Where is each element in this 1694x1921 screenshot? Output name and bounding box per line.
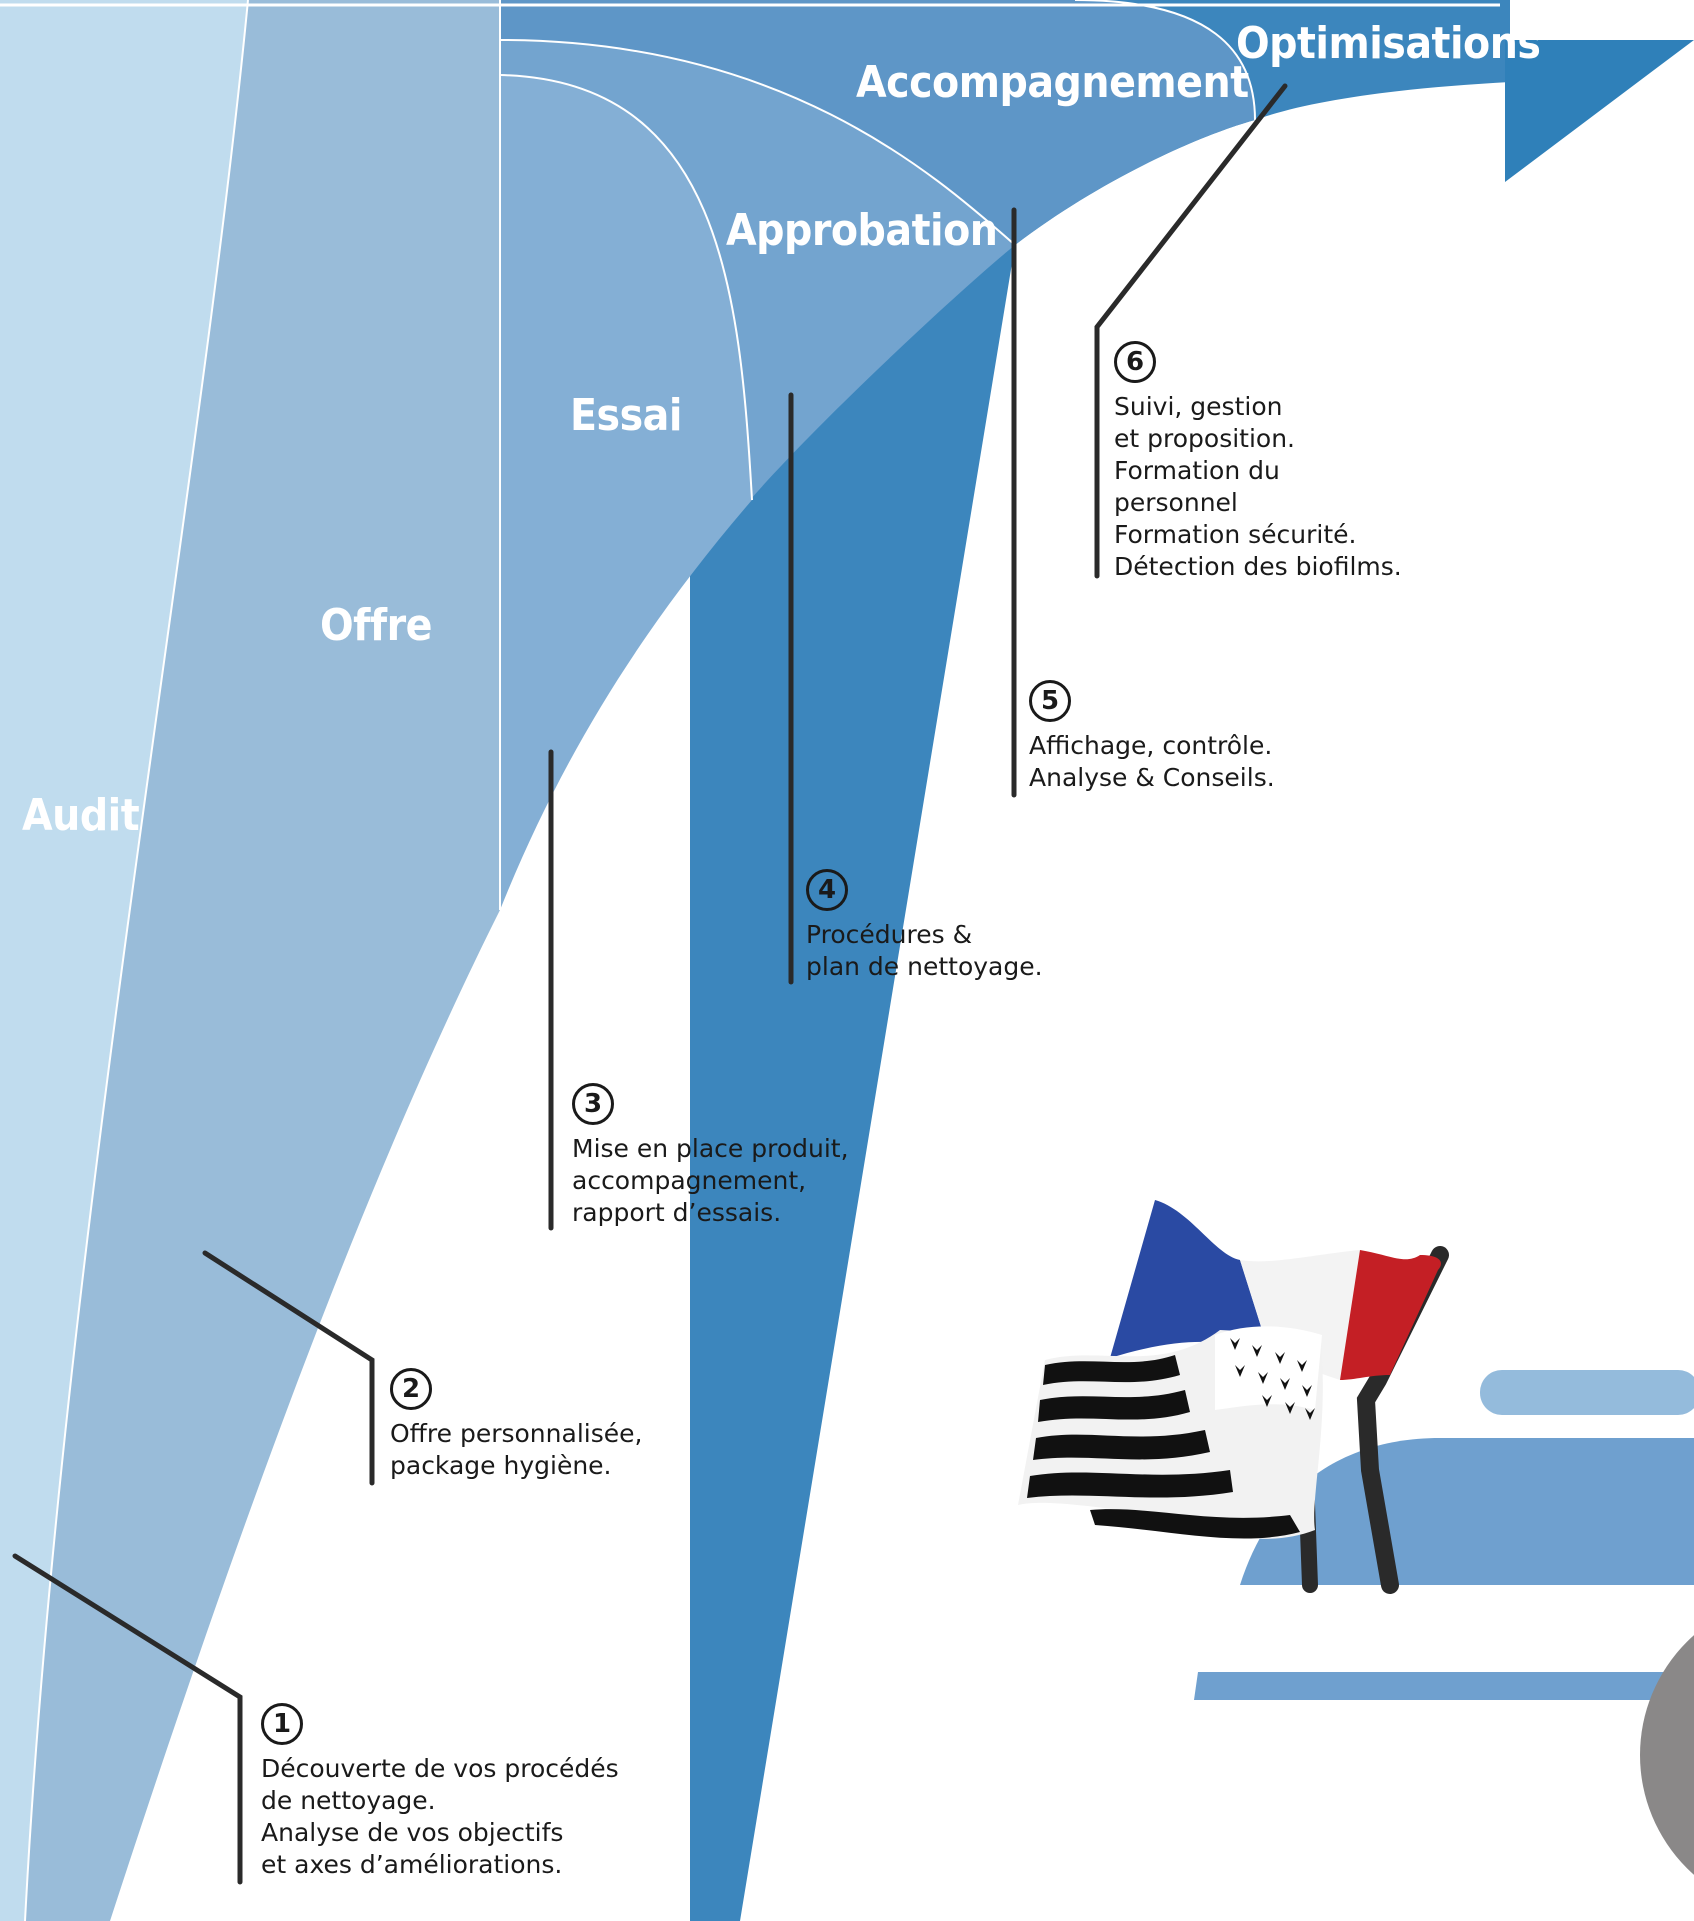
band-audit	[0, 0, 248, 1921]
step-1: 1 Découverte de vos procédés de nettoyag…	[261, 1703, 619, 1881]
step-text-1: Découverte de vos procédés de nettoyage.…	[261, 1754, 619, 1879]
leader-line-1	[12, 1553, 243, 1885]
step-number-3: 3	[572, 1083, 614, 1125]
step-number-4: 4	[806, 869, 848, 911]
stage-label-offre: Offre	[320, 600, 432, 651]
leader-line-6	[1094, 83, 1288, 579]
leader-line-2	[202, 1250, 375, 1486]
band-essai	[500, 75, 752, 910]
step-number-6: 6	[1114, 341, 1156, 383]
band-optimisations	[690, 0, 1660, 1921]
step-text-6: Suivi, gestion et proposition. Formation…	[1114, 392, 1402, 581]
step-number-2: 2	[390, 1368, 432, 1410]
step-4: 4 Procédures & plan de nettoyage.	[806, 869, 1043, 983]
flags-france-bretagne-icon	[1018, 1200, 1449, 1594]
step-text-2: Offre personnalisée, package hygiène.	[390, 1419, 643, 1480]
band-separators	[0, 0, 1500, 1921]
arrow-head	[1505, 0, 1694, 182]
step-text-4: Procédures & plan de nettoyage.	[806, 920, 1043, 981]
grey-circle	[1640, 1635, 1694, 1875]
accent-bar	[1480, 1370, 1694, 1415]
stage-label-approbation: Approbation	[726, 205, 998, 256]
stage-label-essai: Essai	[570, 390, 682, 441]
band-offre	[20, 0, 500, 1921]
leader-lines	[12, 83, 1288, 1885]
step-text-5: Affichage, contrôle. Analyse & Conseils.	[1029, 731, 1275, 792]
stage-label-accompagnement: Accompagnement	[856, 57, 1249, 108]
step-text-3: Mise en place produit, accompagnement, r…	[572, 1134, 849, 1227]
step-5: 5 Affichage, contrôle. Analyse & Conseil…	[1029, 680, 1275, 794]
step-number-1: 1	[261, 1703, 303, 1745]
step-2: 2 Offre personnalisée, package hygiène.	[390, 1368, 642, 1482]
accent-strip	[1194, 1672, 1694, 1700]
step-number-5: 5	[1029, 680, 1071, 722]
stage-label-optimisations: Optimisations	[1236, 18, 1541, 69]
step-3: 3 Mise en place produit, accompagnement,…	[572, 1083, 849, 1229]
stage-label-audit: Audit	[22, 790, 140, 841]
accent-block	[1240, 1438, 1694, 1585]
step-6: 6 Suivi, gestion et proposition. Formati…	[1114, 341, 1402, 583]
